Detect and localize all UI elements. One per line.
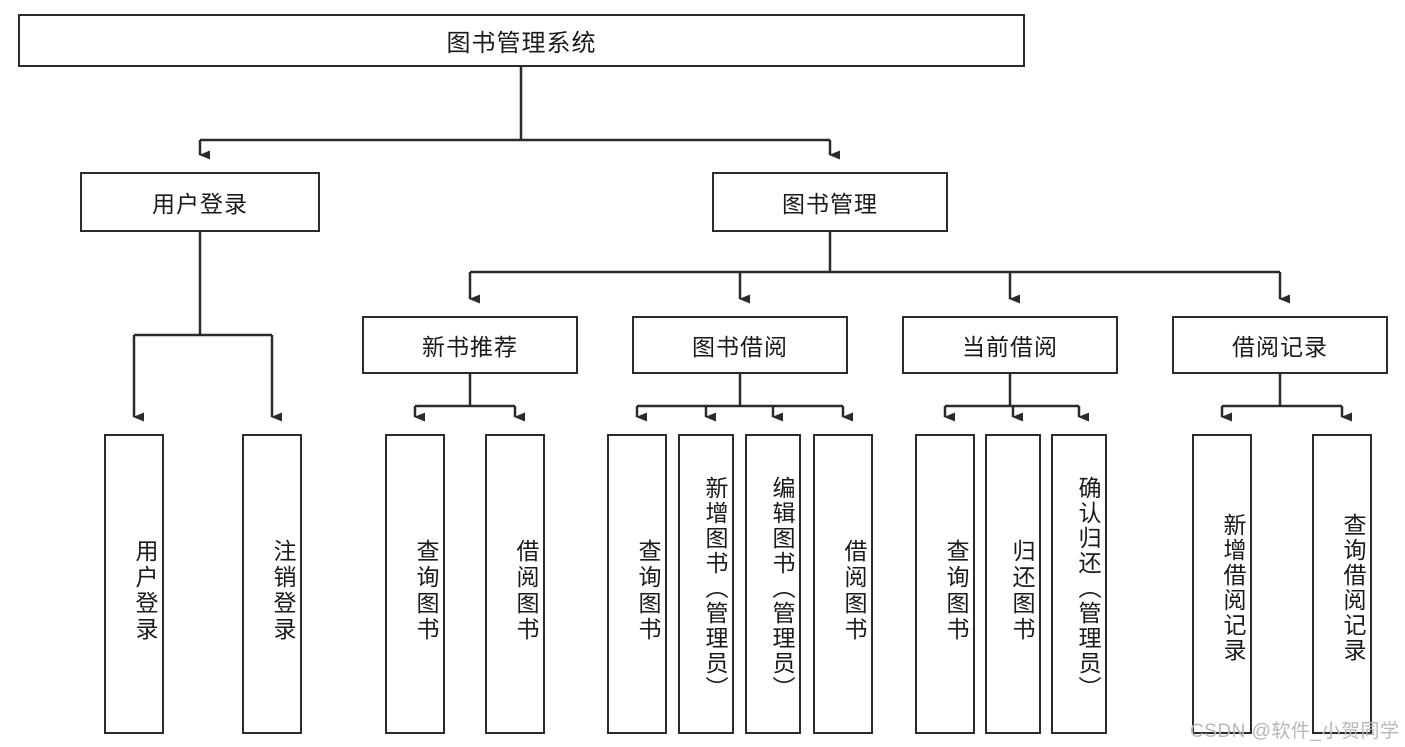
node-leaf-user-login[interactable]: 用户登录: [104, 434, 164, 734]
node-book-borrow[interactable]: 图书借阅: [632, 316, 848, 374]
node-user-login[interactable]: 用户登录: [80, 172, 320, 232]
node-leaf-add-borrow-record[interactable]: 新增借阅记录: [1192, 434, 1252, 734]
node-leaf-query-book-1[interactable]: 查询图书: [385, 434, 445, 734]
node-leaf-query-book-3[interactable]: 查询图书: [915, 434, 975, 734]
node-leaf-return-book[interactable]: 归还图书: [985, 434, 1041, 734]
node-root-label: 图书管理系统: [446, 30, 597, 57]
node-book-borrow-label: 图书借阅: [692, 334, 788, 360]
node-current-borrow-label: 当前借阅: [962, 334, 1058, 360]
node-leaf-confirm-return-admin-label: 确认归还（管理员）: [1075, 475, 1101, 701]
node-leaf-add-book-admin-label: 新增图书（管理员）: [702, 475, 728, 701]
node-leaf-borrow-book-2-label: 借阅图书: [841, 539, 867, 643]
node-leaf-add-book-admin[interactable]: 新增图书（管理员）: [678, 434, 734, 734]
node-leaf-edit-book-admin[interactable]: 编辑图书（管理员）: [745, 434, 801, 734]
node-leaf-query-borrow-record[interactable]: 查询借阅记录: [1312, 434, 1372, 734]
csdn-watermark-text: CSDN @软件_小贺同学: [1190, 721, 1400, 742]
node-leaf-confirm-return-admin[interactable]: 确认归还（管理员）: [1051, 434, 1107, 734]
node-leaf-borrow-book-1-label: 借阅图书: [513, 539, 539, 643]
node-new-book-recommend-label: 新书推荐: [422, 334, 518, 360]
node-leaf-add-borrow-record-label: 新增借阅记录: [1220, 513, 1246, 663]
node-leaf-query-book-2[interactable]: 查询图书: [607, 434, 667, 734]
node-leaf-query-book-2-label: 查询图书: [635, 539, 661, 643]
node-leaf-query-borrow-record-label: 查询借阅记录: [1340, 513, 1366, 663]
csdn-watermark: CSDN @软件_小贺同学: [1190, 716, 1399, 743]
node-book-manage-label: 图书管理: [782, 191, 878, 217]
node-borrow-record-label: 借阅记录: [1232, 334, 1328, 360]
node-leaf-borrow-book-1[interactable]: 借阅图书: [485, 434, 545, 734]
node-leaf-query-book-1-label: 查询图书: [413, 539, 439, 643]
node-book-manage[interactable]: 图书管理: [712, 172, 948, 232]
node-user-login-label: 用户登录: [152, 191, 248, 217]
node-leaf-logout-login-label: 注销登录: [270, 539, 296, 643]
node-leaf-return-book-label: 归还图书: [1009, 539, 1035, 643]
node-leaf-borrow-book-2[interactable]: 借阅图书: [813, 434, 873, 734]
node-new-book-recommend[interactable]: 新书推荐: [362, 316, 578, 374]
node-leaf-edit-book-admin-label: 编辑图书（管理员）: [769, 475, 795, 701]
node-leaf-logout-login[interactable]: 注销登录: [242, 434, 302, 734]
node-root-system[interactable]: 图书管理系统: [18, 14, 1025, 67]
node-leaf-query-book-3-label: 查询图书: [943, 539, 969, 643]
node-current-borrow[interactable]: 当前借阅: [902, 316, 1118, 374]
node-borrow-record[interactable]: 借阅记录: [1172, 316, 1388, 374]
node-leaf-user-login-label: 用户登录: [132, 539, 158, 643]
